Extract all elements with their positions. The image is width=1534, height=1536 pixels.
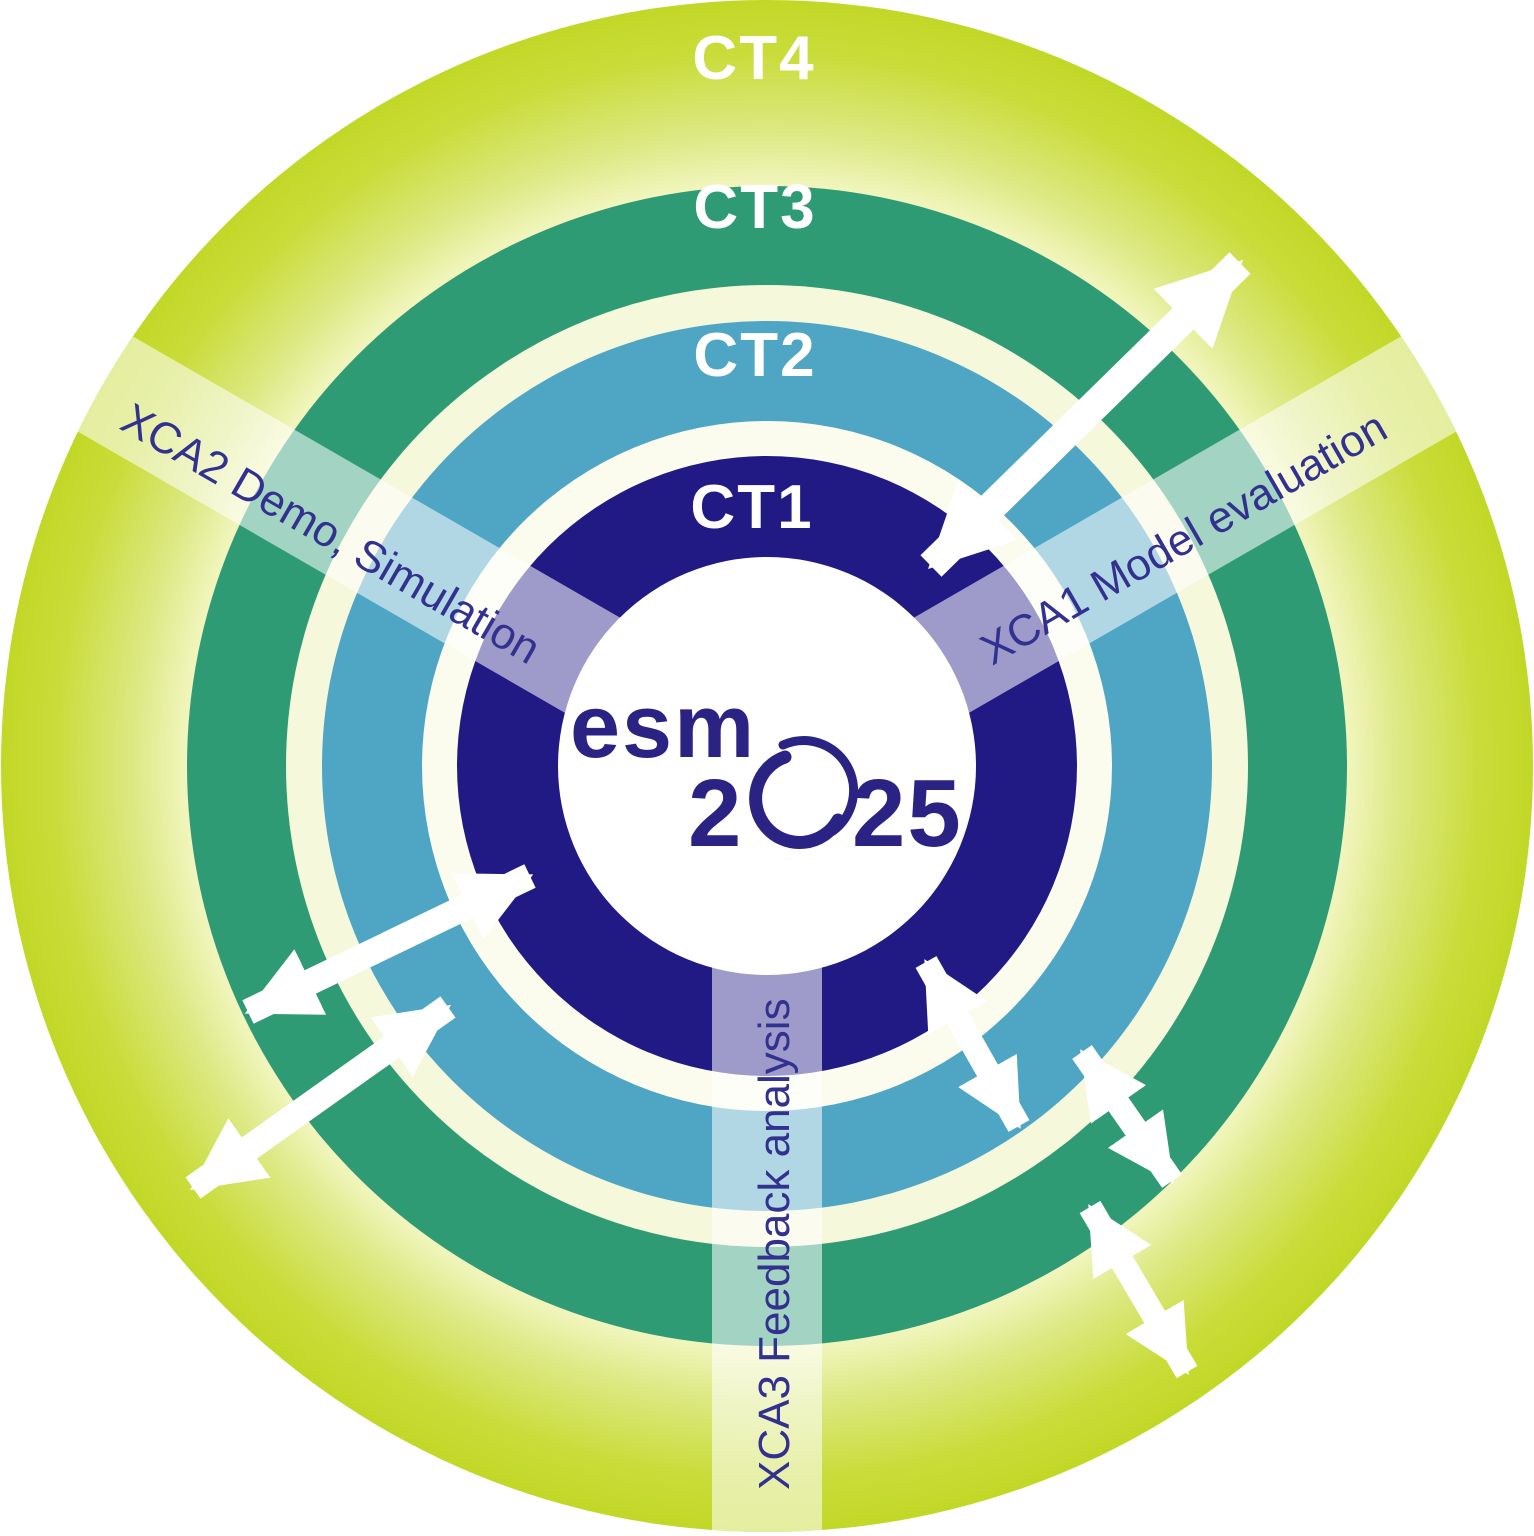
spoke-label-xca3: XCA3 Feedback analysis [750, 998, 799, 1490]
logo-zero-left-arc [749, 750, 845, 849]
ring-label-ct1: CT1 [690, 473, 813, 542]
logo-text-25: 25 [852, 760, 963, 867]
ring-label-ct3: CT3 [693, 173, 816, 242]
double-arrow-ct3-ct1 [242, 864, 536, 1024]
esm2025-logo: esm 2 25 [570, 677, 963, 867]
double-arrow-ct4-ct2 [185, 996, 456, 1199]
ring-label-ct4: CT4 [692, 24, 815, 93]
ring-label-ct2: CT2 [693, 321, 816, 390]
double-arrow-ct1-ct4 [920, 252, 1251, 577]
logo-zero-right-arc [778, 736, 859, 836]
double-arrow-ct1-ct2 [915, 956, 1030, 1132]
logo-text-2: 2 [688, 760, 743, 867]
spoke-band-xca2 [51, 320, 622, 714]
spoke-band-xca3 [712, 966, 822, 1532]
double-arrow-ct2-ct3 [1072, 1045, 1182, 1188]
logo-text-esm: esm [570, 677, 756, 777]
double-arrow-ct3-ct4 [1079, 1200, 1198, 1379]
